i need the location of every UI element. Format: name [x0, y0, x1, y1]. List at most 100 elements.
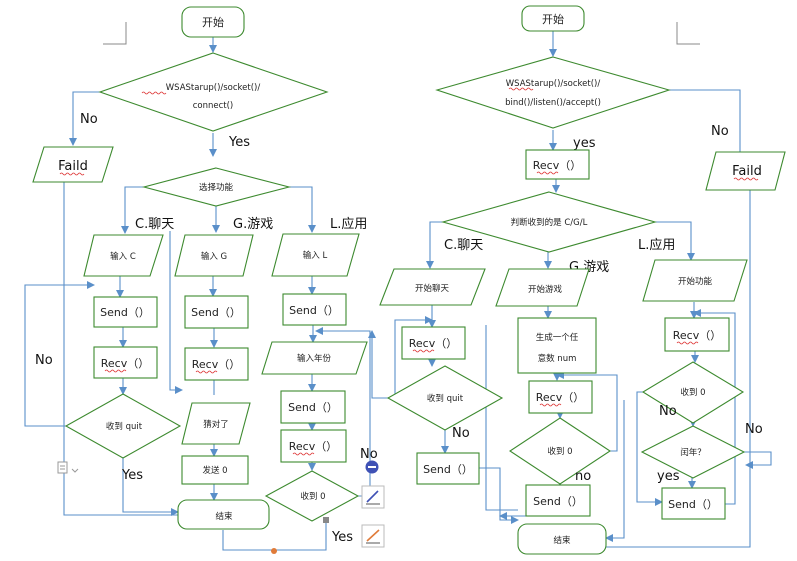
gen-num-line2: 意数 num — [538, 353, 577, 364]
send2-node — [184, 295, 249, 329]
gen-num-line1: 生成一个任 — [536, 332, 579, 343]
recv1-label: Recv（） — [101, 357, 149, 370]
recv-main-label: Recv（） — [533, 159, 581, 172]
quit-decision — [386, 365, 504, 431]
recv-zero-l-label: 收到 0 — [680, 387, 705, 398]
edge — [394, 316, 433, 398]
resize-handle[interactable] — [323, 517, 329, 523]
start-label: 开始 — [542, 12, 564, 26]
spellcheck-underline — [536, 171, 559, 175]
input-year-label: 输入年份 — [297, 353, 332, 364]
end-label: 结束 — [553, 535, 571, 546]
send4-node — [280, 390, 346, 424]
yes-label: Yes — [228, 135, 250, 150]
send3-node — [282, 293, 347, 326]
edge — [169, 231, 183, 394]
guessed-label: 猜对了 — [203, 419, 229, 430]
recv2-node — [184, 347, 249, 381]
spellcheck-underline — [508, 87, 534, 91]
paste-options-icon[interactable] — [57, 461, 79, 474]
edit-shape-icon[interactable] — [361, 485, 385, 509]
start-func-label: 开始功能 — [678, 276, 713, 287]
start-node — [181, 6, 245, 38]
init-label-line2: bind()/listen()/accept() — [505, 98, 601, 108]
no-loop-label: No — [35, 353, 53, 368]
init-decision — [98, 52, 329, 132]
minus-icon[interactable] — [365, 460, 379, 474]
edge — [485, 325, 518, 511]
edge — [63, 182, 180, 516]
no-leap-label: No — [745, 422, 763, 437]
start-chat-node — [379, 268, 486, 306]
recv-l-label: Recv（） — [673, 329, 721, 342]
spellcheck-underline — [195, 370, 218, 374]
edge — [744, 451, 772, 469]
init-label-line2: connect() — [193, 101, 234, 111]
select-decision — [141, 167, 292, 207]
recv-g-label: Recv（） — [536, 391, 584, 404]
edge — [289, 186, 316, 233]
recv-zero-g-decision — [509, 417, 611, 485]
init-decision — [435, 56, 671, 129]
format-shape-icon[interactable] — [361, 524, 385, 548]
start-label: 开始 — [202, 15, 224, 29]
faild-label: Faild — [732, 164, 762, 179]
yes-label: yes — [573, 136, 596, 151]
input-c-label: 输入 C — [110, 251, 136, 262]
branch-l-label: L.应用 — [638, 237, 675, 253]
recv-l-node — [664, 317, 730, 352]
edge — [69, 91, 100, 146]
recv3-label: Recv（） — [289, 440, 337, 453]
edge — [24, 281, 95, 427]
recv-c-node — [401, 326, 466, 360]
edge — [122, 458, 179, 516]
spellcheck-underline — [676, 341, 699, 345]
connector-handle[interactable] — [271, 548, 277, 554]
send-g-node — [525, 484, 591, 517]
left-flowchart: 开始 WSAStarup()/socket()/ connect() Yes N… — [24, 6, 385, 554]
start-game-label: 开始游戏 — [528, 284, 563, 295]
recv1-node — [93, 346, 158, 379]
recv-zero-l-decision — [641, 361, 745, 424]
judge-label: 判断收到的是 C/G/L — [511, 217, 588, 228]
recv-zero-decision — [264, 470, 360, 522]
start-chat-label: 开始聊天 — [415, 283, 450, 294]
branch-g-label: G.游戏 — [233, 217, 273, 232]
no-label: No — [711, 124, 729, 139]
yes-quit-label: Yes — [121, 468, 143, 483]
send4-label: Send（） — [288, 401, 338, 414]
faild-node — [32, 146, 114, 183]
send-zero-node — [181, 455, 249, 485]
recv-g-node — [528, 380, 593, 414]
edge — [368, 330, 388, 399]
input-l-node — [271, 233, 360, 277]
edge — [426, 221, 443, 269]
init-label-line1: WSAStarup()/socket()/ — [166, 83, 261, 93]
faild-label: Faild — [58, 159, 88, 174]
send-c-label: Send（） — [423, 463, 473, 476]
no-label: No — [80, 112, 98, 127]
edge — [693, 309, 736, 505]
quit-decision-label: 收到 quit — [427, 393, 464, 404]
select-label: 选择功能 — [199, 182, 234, 193]
leap-decision — [640, 425, 746, 479]
recv-main-node — [525, 149, 590, 180]
end-label: 结束 — [215, 511, 233, 522]
end-node — [177, 499, 270, 530]
send-zero-label: 发送 0 — [202, 465, 227, 476]
guessed-node — [181, 402, 251, 445]
input-l-label: 输入 L — [303, 250, 328, 261]
recv-zero-g-label: 收到 0 — [547, 446, 572, 457]
edge — [476, 467, 519, 524]
send-c-node — [416, 452, 480, 485]
edge — [606, 190, 751, 548]
start-func-node — [642, 259, 748, 302]
right-flowchart: 开始 WSAStarup()/socket()/ bind()/listen()… — [368, 5, 786, 555]
spellcheck-underline — [292, 452, 315, 456]
page-corner-marks — [103, 22, 700, 45]
edge — [121, 186, 144, 234]
send1-node — [93, 296, 158, 328]
edge — [556, 371, 618, 452]
no-l-label: No — [659, 404, 677, 419]
recv3-node — [280, 429, 347, 463]
